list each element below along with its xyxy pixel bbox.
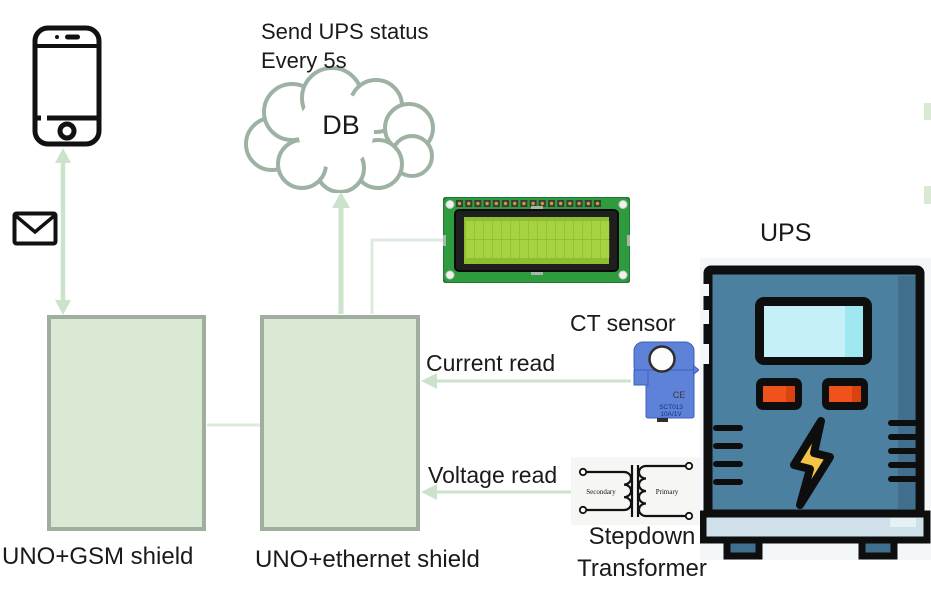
mail-icon bbox=[12, 211, 58, 246]
lcd-display bbox=[443, 197, 630, 283]
ups-screen bbox=[755, 297, 872, 365]
db-cloud-icon bbox=[244, 66, 435, 193]
send-status-note: Send UPS status Every 5s bbox=[261, 17, 429, 75]
page-edge-artifact bbox=[924, 103, 931, 120]
current-read-label: Current read bbox=[426, 350, 556, 376]
transformer-secondary-label: Secondary bbox=[586, 488, 616, 496]
ct-sensor-icon: CE SCT013 10A/1V bbox=[633, 341, 699, 422]
lightning-bolt-icon bbox=[790, 417, 834, 509]
page-edge-artifact bbox=[924, 186, 931, 204]
transformer-label-line1: Stepdown bbox=[588, 523, 696, 550]
transformer-icon: Secondary Primary bbox=[571, 457, 701, 525]
ups-label: UPS bbox=[760, 219, 812, 247]
ups-base bbox=[700, 510, 931, 560]
ups-icon bbox=[700, 258, 931, 560]
transformer-label-line2: Transformer bbox=[577, 555, 707, 582]
transformer-primary-label: Primary bbox=[656, 488, 679, 496]
ct-rating-text: 10A/1V bbox=[660, 411, 682, 418]
current-read-arrow bbox=[421, 373, 631, 389]
gsm-box bbox=[47, 315, 206, 531]
smartphone-icon bbox=[32, 25, 102, 147]
transformer-label: Stepdown Transformer bbox=[558, 521, 726, 585]
ethernet-box-label: UNO+ethernet shield bbox=[255, 546, 480, 573]
send-status-line1: Send UPS status bbox=[261, 19, 429, 44]
db-label: DB bbox=[322, 110, 360, 140]
ct-sensor-label: CT sensor bbox=[570, 310, 676, 336]
gsm-box-label: UNO+GSM shield bbox=[2, 543, 194, 570]
send-status-line2: Every 5s bbox=[261, 48, 347, 73]
lcd-mounting-holes bbox=[445, 200, 628, 280]
ct-model-text: SCT013 bbox=[659, 404, 683, 411]
lcd-link-line bbox=[370, 238, 444, 314]
ct-ce-mark: CE bbox=[673, 390, 686, 400]
ups-buttons bbox=[756, 378, 868, 410]
db-upload-arrow bbox=[332, 192, 350, 314]
voltage-read-label: Voltage read bbox=[428, 462, 558, 488]
sms-link-arrow bbox=[55, 148, 71, 315]
ethernet-box bbox=[260, 315, 420, 531]
voltage-read-arrow bbox=[421, 484, 574, 500]
